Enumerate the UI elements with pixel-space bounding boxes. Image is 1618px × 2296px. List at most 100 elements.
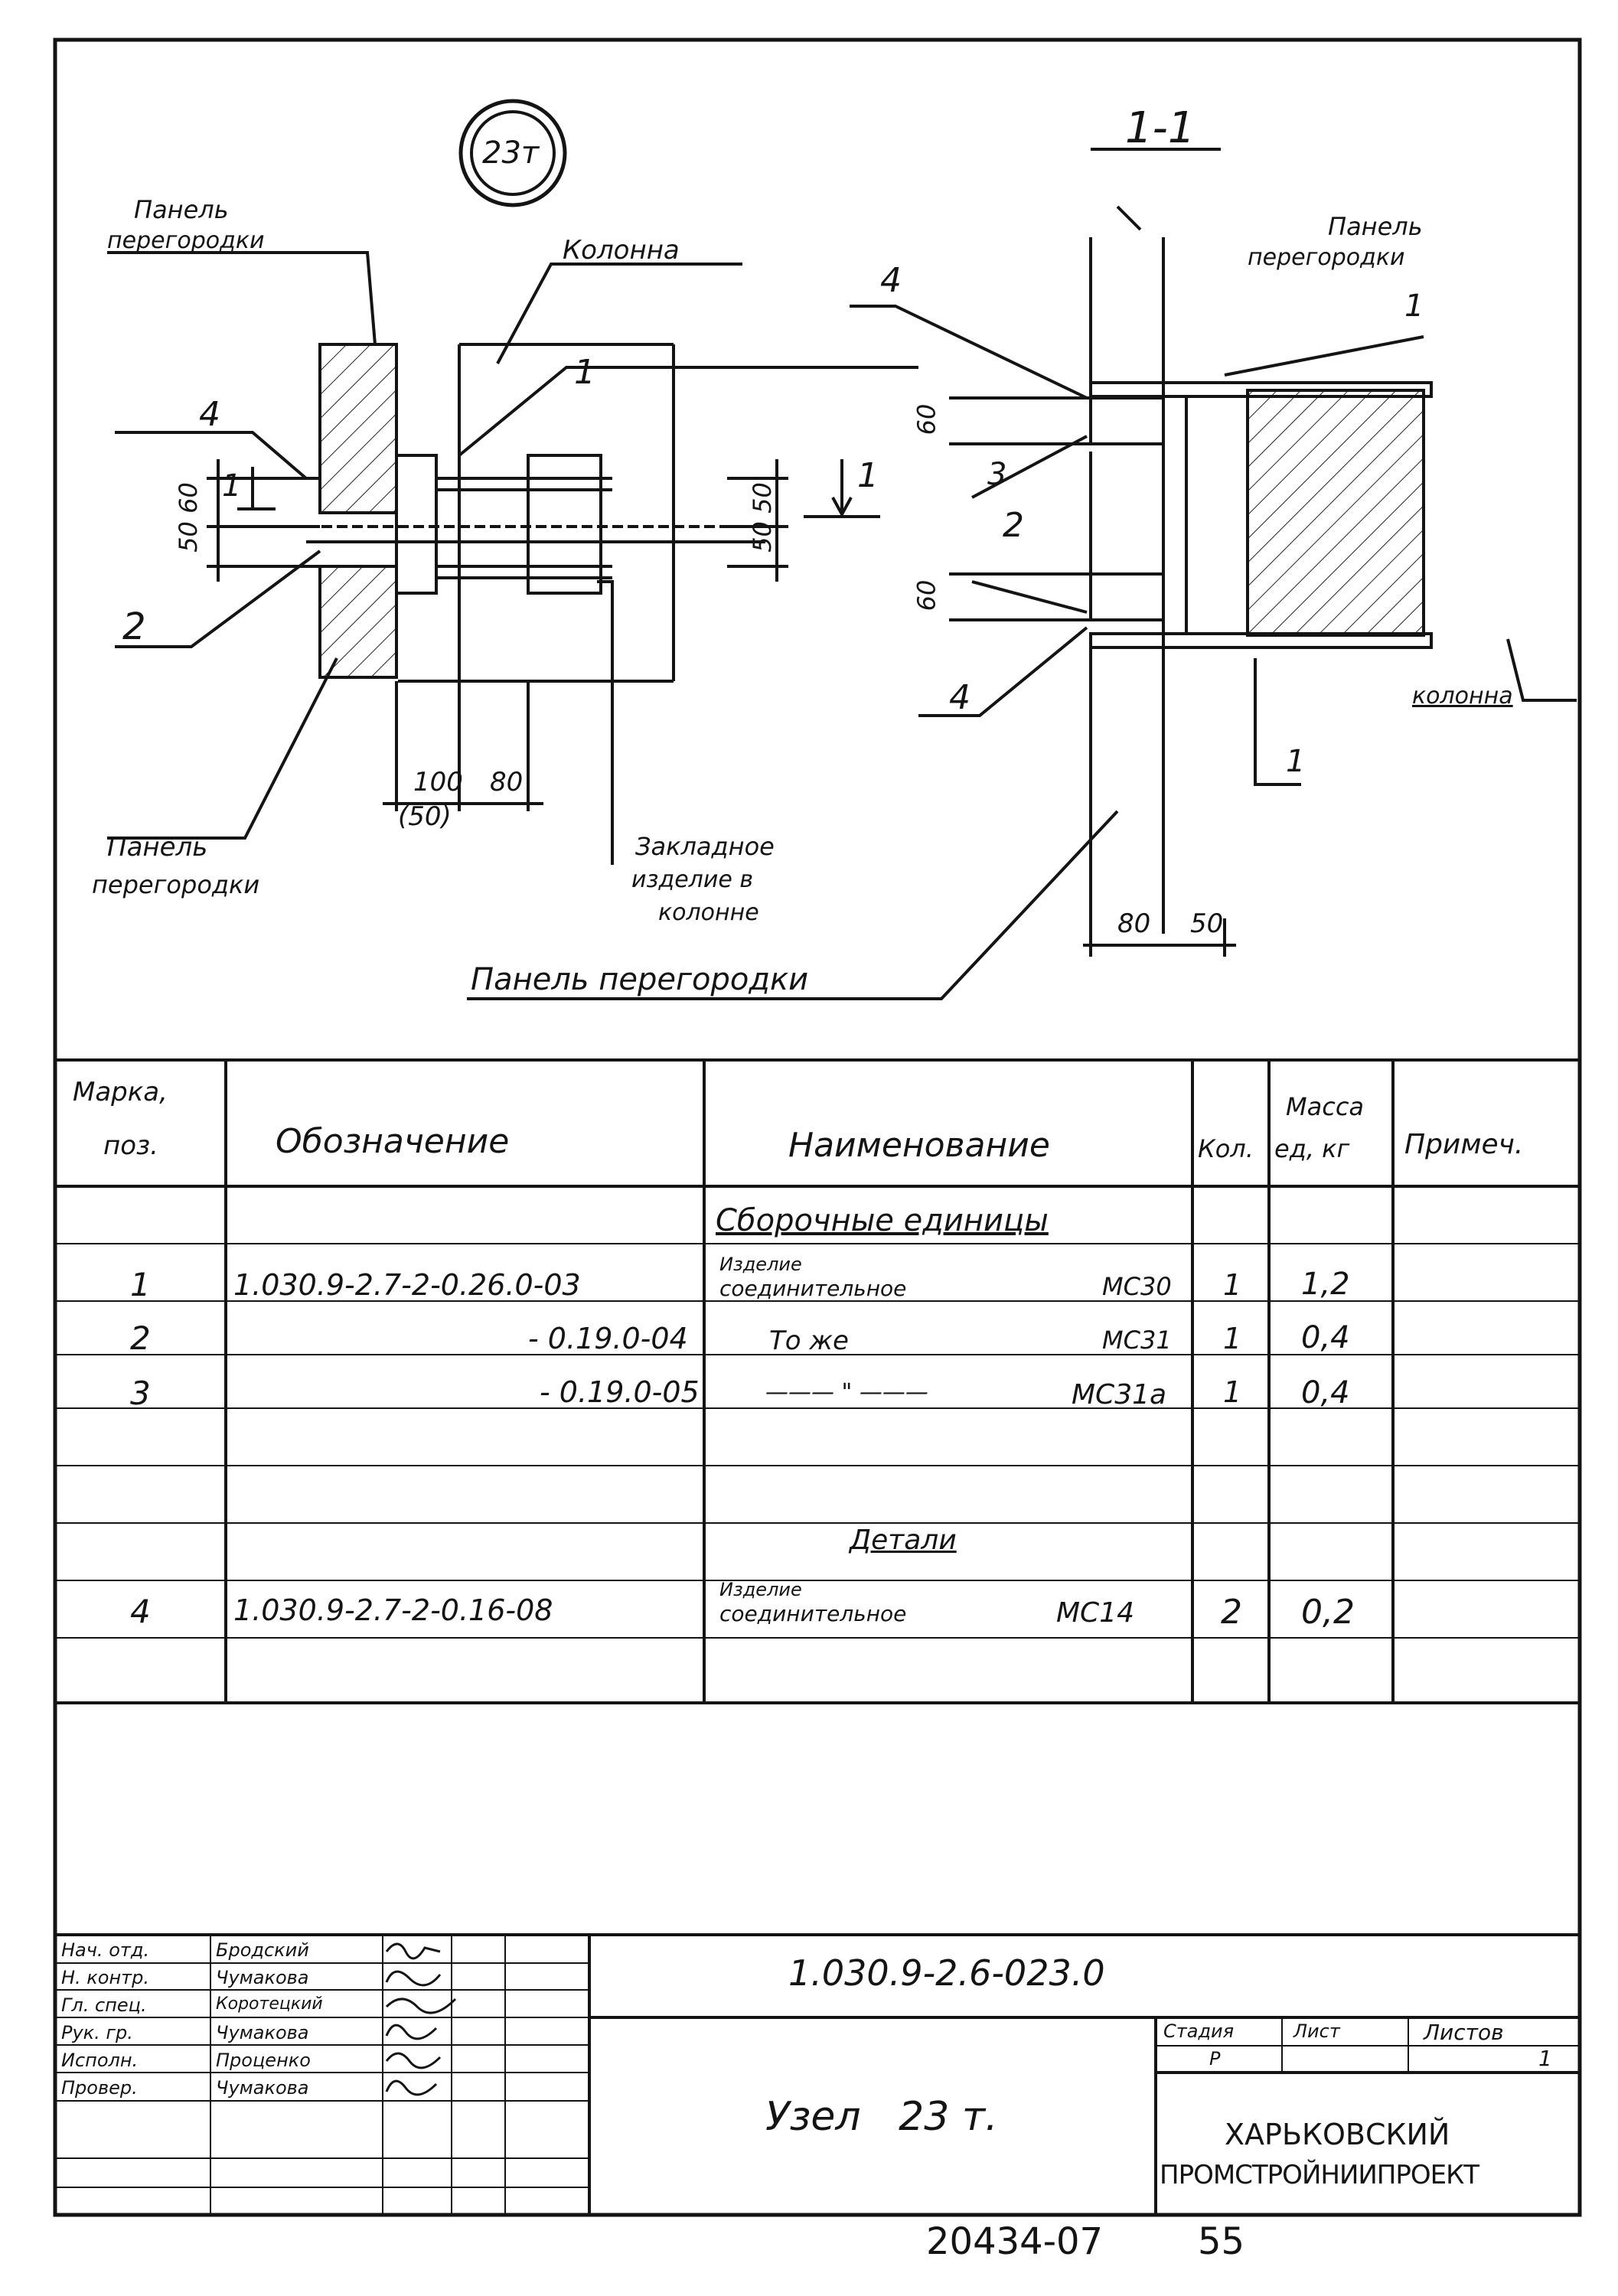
plan-column-label: Колонна [563, 235, 680, 266]
row2-code: МС31 [1102, 1326, 1172, 1355]
plan-dim-50-50: 50 50 [747, 482, 777, 553]
title-block-grid [55, 1933, 1580, 2215]
row3-pos: 3 [130, 1375, 151, 1412]
header-name: Наименование [788, 1126, 1050, 1165]
row3-code: МС31а [1072, 1379, 1167, 1411]
node-mark-circle [458, 99, 567, 207]
section-pos2: 2 [1003, 506, 1024, 545]
plan-pos4: 4 [199, 395, 220, 434]
row1-qty: 1 [1223, 1268, 1242, 1302]
row1-mass: 1,2 [1301, 1267, 1350, 1302]
plan-panel-bottom-label-1: Панель [107, 832, 208, 863]
section-pos1-bottom: 1 [1286, 744, 1306, 779]
row4-qty: 2 [1221, 1593, 1242, 1632]
name-5: Проценко [216, 2050, 311, 2071]
header-designation: Обозначение [276, 1122, 510, 1161]
row2-name: То же [769, 1326, 849, 1356]
section-column-label: колонна [1412, 683, 1513, 709]
row1-name-1: Изделие [719, 1254, 802, 1275]
plan-panel-upper [318, 343, 398, 514]
spec-table-grid [55, 1058, 1580, 1704]
archive-number: 20434-07 [926, 2220, 1104, 2263]
row4-mass: 0,2 [1301, 1593, 1355, 1632]
name-1: Бродский [216, 1939, 309, 1961]
section-dim60-top: 60 [912, 403, 941, 435]
section-title: 1-1 [1125, 103, 1196, 153]
section-panel-label-2: перегородки [1248, 244, 1405, 271]
row3-name: ——— " ——— [765, 1379, 928, 1406]
section-panel-label-1: Панель [1328, 212, 1423, 241]
section-pos4-bottom: 4 [949, 678, 970, 717]
row4-name-2: соединительное [719, 1601, 907, 1626]
section-pos3: 3 [987, 457, 1007, 492]
page-number: 55 [1198, 2220, 1245, 2263]
role-1: Нач. отд. [61, 1939, 150, 1961]
role-6: Провер. [61, 2077, 138, 2099]
plan-panel-top-label-2: перегородки [107, 227, 265, 254]
row4-code: МС14 [1056, 1597, 1135, 1629]
header-mark-1: Марка, [73, 1077, 168, 1107]
section-column [1246, 389, 1425, 637]
plan-panel-bottom-label-2: перегородки [92, 870, 260, 899]
header-mass-1: Масса [1286, 1092, 1365, 1121]
sheets-label: Листов [1424, 2020, 1504, 2045]
row1-code: МС30 [1102, 1272, 1172, 1301]
section-pos1-top: 1 [1404, 289, 1424, 324]
org-line-1: ХАРЬКОВСКИЙ [1225, 2118, 1450, 2151]
row2-pos: 2 [130, 1319, 151, 1357]
plan-view [107, 251, 1119, 1000]
row1-pos: 1 [130, 1266, 151, 1303]
plan-dim-80: 80 [490, 767, 524, 797]
plan-pos1: 1 [574, 353, 595, 392]
role-5: Исполн. [61, 2050, 139, 2071]
name-3: Коротецкий [216, 1994, 323, 2014]
name-6: Чумакова [216, 2077, 309, 2099]
row3-qty: 1 [1223, 1375, 1242, 1409]
stage-value: Р [1209, 2048, 1221, 2069]
node-mark: 23т [482, 135, 540, 171]
plan-embed-label-3: колонне [658, 899, 759, 926]
sheet-frame [53, 38, 1582, 2217]
row4-name-1: Изделие [719, 1579, 802, 1600]
plan-panel-top-label-1: Панель [134, 195, 229, 224]
header-mass-2: ед, кг [1274, 1134, 1350, 1163]
role-3: Гл. спец. [61, 1994, 147, 2016]
plan-pos2: 2 [122, 605, 146, 648]
doc-code: 1.030.9-2.6-023.0 [788, 1952, 1105, 1994]
row1-name-2: соединительное [719, 1276, 907, 1301]
signatures [385, 1942, 457, 2096]
plan-embed-label-2: изделие в [631, 866, 753, 893]
plan-dim-100: 100 [413, 767, 463, 797]
header-note: Примеч. [1404, 1129, 1524, 1160]
section-dim60-bottom: 60 [912, 579, 941, 612]
section-assembly-heading: Сборочные единицы [716, 1203, 1049, 1238]
section-details-heading: Детали [850, 1525, 957, 1556]
row2-designation: - 0.19.0-04 [528, 1322, 688, 1355]
plan-section-mark-right: 1 [857, 456, 879, 495]
section-dim-50: 50 [1190, 908, 1224, 939]
plan-dim-50-60: 50 60 [173, 482, 203, 553]
plan-embed-label-1: Закладное [635, 832, 775, 861]
role-2: Н. контр. [61, 1967, 150, 1988]
row4-pos: 4 [130, 1593, 151, 1630]
plan-section-mark-left: 1 [222, 468, 242, 504]
plan-panel-long-label: Панель перегородки [471, 962, 809, 997]
header-qty: Кол. [1198, 1134, 1254, 1163]
section-pos4-top: 4 [880, 261, 902, 300]
row3-mass: 0,4 [1301, 1375, 1350, 1411]
sheets-value: 1 [1538, 2046, 1552, 2071]
name-2: Чумакова [216, 1967, 309, 1988]
role-4: Рук. гр. [61, 2022, 133, 2043]
row4-designation: 1.030.9-2.7-2-0.16-08 [233, 1593, 553, 1627]
row3-designation: - 0.19.0-05 [540, 1375, 700, 1409]
plan-panel-lower [318, 565, 398, 679]
row1-designation: 1.030.9-2.7-2-0.26.0-03 [233, 1268, 581, 1302]
plan-dim-50p: (50) [398, 801, 452, 832]
drawing-title: Узел 23 т. [765, 2094, 998, 2140]
org-line-2: ПРОМСТРОЙНИИПРОЕКТ [1160, 2160, 1479, 2190]
section-view [850, 205, 1577, 957]
sheet-label: Лист [1293, 2020, 1340, 2042]
section-dim-80: 80 [1117, 908, 1151, 939]
stage-label: Стадия [1163, 2020, 1235, 2042]
